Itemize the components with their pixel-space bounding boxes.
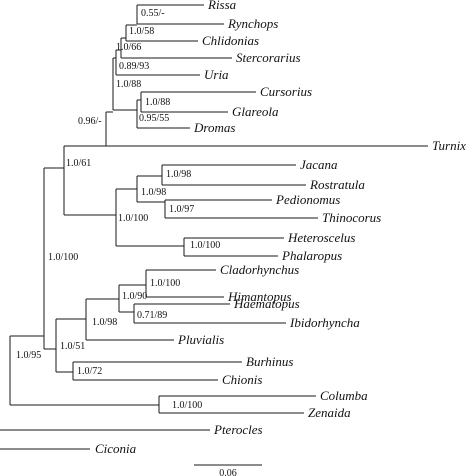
taxon-cursorius: Cursorius bbox=[260, 84, 312, 99]
support-label: 1.0/100 bbox=[118, 213, 148, 224]
taxon-thinocorus: Thinocorus bbox=[322, 210, 381, 225]
support-label: 0.95/55 bbox=[139, 113, 169, 124]
taxon-turnix: Turnix bbox=[432, 138, 466, 153]
taxon-phalaropus: Phalaropus bbox=[281, 248, 342, 263]
support-label: 1.0/97 bbox=[169, 204, 194, 215]
taxon-uria: Uria bbox=[204, 67, 229, 82]
support-label: 1.0/90 bbox=[122, 291, 147, 302]
taxon-chionis: Chionis bbox=[222, 372, 262, 387]
support-label: 1.0/66 bbox=[116, 42, 141, 53]
taxon-rostratula: Rostratula bbox=[309, 177, 365, 192]
support-label: 1.0/51 bbox=[60, 341, 85, 352]
taxon-burhinus: Burhinus bbox=[246, 354, 293, 369]
taxon-stercorarius: Stercorarius bbox=[236, 50, 301, 65]
taxon-chlidonias: Chlidonias bbox=[202, 33, 259, 48]
tree-branches bbox=[0, 4, 428, 450]
taxon-ibidorhyncha: Ibidorhyncha bbox=[289, 315, 360, 330]
support-label: 1.0/100 bbox=[48, 252, 78, 263]
support-label: 1.0/98 bbox=[141, 187, 166, 198]
support-values: 0.55/- 1.0/58 1.0/66 0.89/93 1.0/88 1.0/… bbox=[16, 8, 220, 411]
taxon-zenaida: Zenaida bbox=[308, 405, 351, 420]
taxon-glareola: Glareola bbox=[232, 104, 279, 119]
taxon-jacana: Jacana bbox=[300, 157, 338, 172]
taxon-heteroscelus: Heteroscelus bbox=[287, 230, 355, 245]
taxon-dromas: Dromas bbox=[193, 120, 235, 135]
taxon-pedionomus: Pedionomus bbox=[275, 192, 340, 207]
support-label: 1.0/88 bbox=[116, 79, 141, 90]
support-label: 0.55/- bbox=[141, 8, 165, 19]
support-label: 1.0/98 bbox=[166, 169, 191, 180]
support-label: 1.0/100 bbox=[190, 240, 220, 251]
taxon-labels: Rissa Rynchops Chlidonias Stercorarius U… bbox=[95, 0, 466, 456]
taxon-columba: Columba bbox=[320, 388, 368, 403]
taxon-pluvialis: Pluvialis bbox=[177, 332, 224, 347]
support-label: 0.89/93 bbox=[119, 61, 149, 72]
taxon-pterocles: Pterocles bbox=[213, 422, 263, 437]
scale-bar-label: 0.06 bbox=[219, 468, 237, 476]
taxon-haematopus: Haematopus bbox=[233, 296, 300, 311]
taxon-ciconia: Ciconia bbox=[95, 441, 137, 456]
taxon-rynchops: Rynchops bbox=[227, 16, 278, 31]
support-label: 1.0/88 bbox=[145, 97, 170, 108]
support-label: 1.0/100 bbox=[150, 278, 180, 289]
scale-bar: 0.06 bbox=[194, 464, 262, 476]
taxon-cladorhynchus: Cladorhynchus bbox=[220, 262, 299, 277]
support-label: 1.0/61 bbox=[66, 158, 91, 169]
support-label: 0.71/89 bbox=[137, 310, 167, 321]
support-label: 1.0/95 bbox=[16, 350, 41, 361]
support-label: 1.0/98 bbox=[92, 317, 117, 328]
taxon-himantopus: Himantopus bbox=[227, 289, 292, 304]
taxon-rissa: Rissa bbox=[207, 0, 237, 12]
support-label: 1.0/100 bbox=[172, 400, 202, 411]
support-label: 1.0/58 bbox=[129, 26, 154, 37]
support-label: 1.0/72 bbox=[77, 366, 102, 377]
support-label: 0.96/- bbox=[78, 116, 102, 127]
